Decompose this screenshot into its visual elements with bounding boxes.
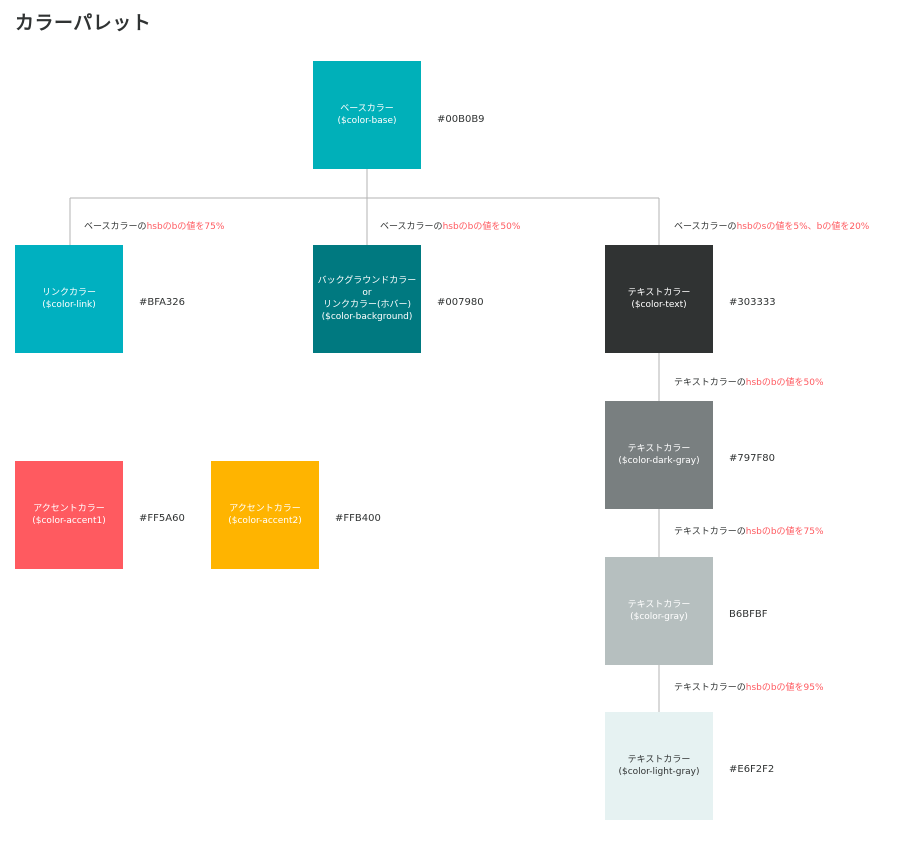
note-light-gray-prefix: テキストカラーの (674, 683, 746, 693)
swatch-link: リンクカラー ($color-link) (15, 245, 123, 353)
swatch-background-line1: バックグラウンドカラー (317, 276, 417, 286)
swatch-dark-gray-var: ($color-dark-gray) (618, 456, 700, 466)
swatch-text: テキストカラー ($color-text) (605, 245, 713, 353)
note-gray-highlight: hsbのbの値を75% (745, 527, 824, 537)
swatch-dark-gray: テキストカラー ($color-dark-gray) (605, 401, 713, 509)
swatch-gray-name: テキストカラー (627, 600, 691, 610)
hex-text: #303333 (729, 297, 776, 308)
swatch-background-line3: リンクカラー(ホバー) (322, 300, 412, 310)
note-dark-gray: テキストカラーのhsbのbの値を50% (674, 377, 824, 389)
swatch-background-var: ($color-background) (321, 312, 413, 322)
note-text-highlight: hsbのsの値を5%、bの値を20% (736, 222, 870, 232)
swatch-accent1-var: ($color-accent1) (32, 516, 106, 526)
swatch-text-var: ($color-text) (631, 300, 687, 310)
hex-light-gray: #E6F2F2 (729, 764, 775, 775)
swatch-accent2: アクセントカラー ($color-accent2) (211, 461, 319, 569)
note-gray: テキストカラーのhsbのbの値を75% (674, 526, 824, 538)
hex-link: #BFA326 (139, 297, 186, 308)
swatch-accent1-name: アクセントカラー (33, 504, 105, 514)
note-background-highlight: hsbのbの値を50% (442, 222, 521, 232)
swatch-accent2-var: ($color-accent2) (228, 516, 302, 526)
swatch-gray-var: ($color-gray) (630, 612, 688, 622)
note-dark-gray-prefix: テキストカラーの (674, 378, 746, 388)
swatch-link-name: リンクカラー (41, 288, 96, 298)
note-background: ベースカラーのhsbのbの値を50% (380, 221, 520, 233)
swatch-dark-gray-name: テキストカラー (627, 444, 691, 454)
swatch-light-gray: テキストカラー ($color-light-gray) (605, 712, 713, 820)
swatch-background-line2: or (362, 288, 372, 298)
note-link-highlight: hsbのbの値を75% (146, 222, 225, 232)
note-light-gray: テキストカラーのhsbのbの値を95% (674, 682, 824, 694)
hex-accent1: #FF5A60 (139, 513, 185, 524)
swatch-text-name: テキストカラー (627, 288, 691, 298)
swatch-light-gray-var: ($color-light-gray) (618, 767, 700, 777)
note-dark-gray-highlight: hsbのbの値を50% (745, 378, 824, 388)
swatch-base-var: ($color-base) (337, 116, 397, 126)
hex-dark-gray: #797F80 (729, 453, 775, 464)
swatch-background: バックグラウンドカラー or リンクカラー(ホバー) ($color-backg… (313, 245, 421, 353)
swatch-light-gray-name: テキストカラー (627, 755, 691, 765)
hex-base: #00B0B9 (437, 114, 485, 125)
swatch-base: ベースカラー ($color-base) (313, 61, 421, 169)
page-title: カラーパレット (15, 12, 152, 34)
swatch-accent1: アクセントカラー ($color-accent1) (15, 461, 123, 569)
hex-gray: B6BFBF (729, 609, 768, 620)
note-background-prefix: ベースカラーの (380, 222, 443, 232)
note-text: ベースカラーのhsbのsの値を5%、bの値を20% (674, 221, 869, 233)
swatch-accent2-name: アクセントカラー (229, 504, 301, 514)
hex-background: #007980 (437, 297, 484, 308)
swatch-base-name: ベースカラー (340, 104, 394, 114)
note-link-prefix: ベースカラーの (84, 222, 147, 232)
swatch-link-var: ($color-link) (42, 300, 96, 310)
note-text-prefix: ベースカラーの (674, 222, 737, 232)
hex-accent2: #FFB400 (335, 513, 381, 524)
note-light-gray-highlight: hsbのbの値を95% (745, 683, 824, 693)
note-gray-prefix: テキストカラーの (674, 527, 746, 537)
note-link: ベースカラーのhsbのbの値を75% (84, 221, 224, 233)
swatch-gray: テキストカラー ($color-gray) (605, 557, 713, 665)
